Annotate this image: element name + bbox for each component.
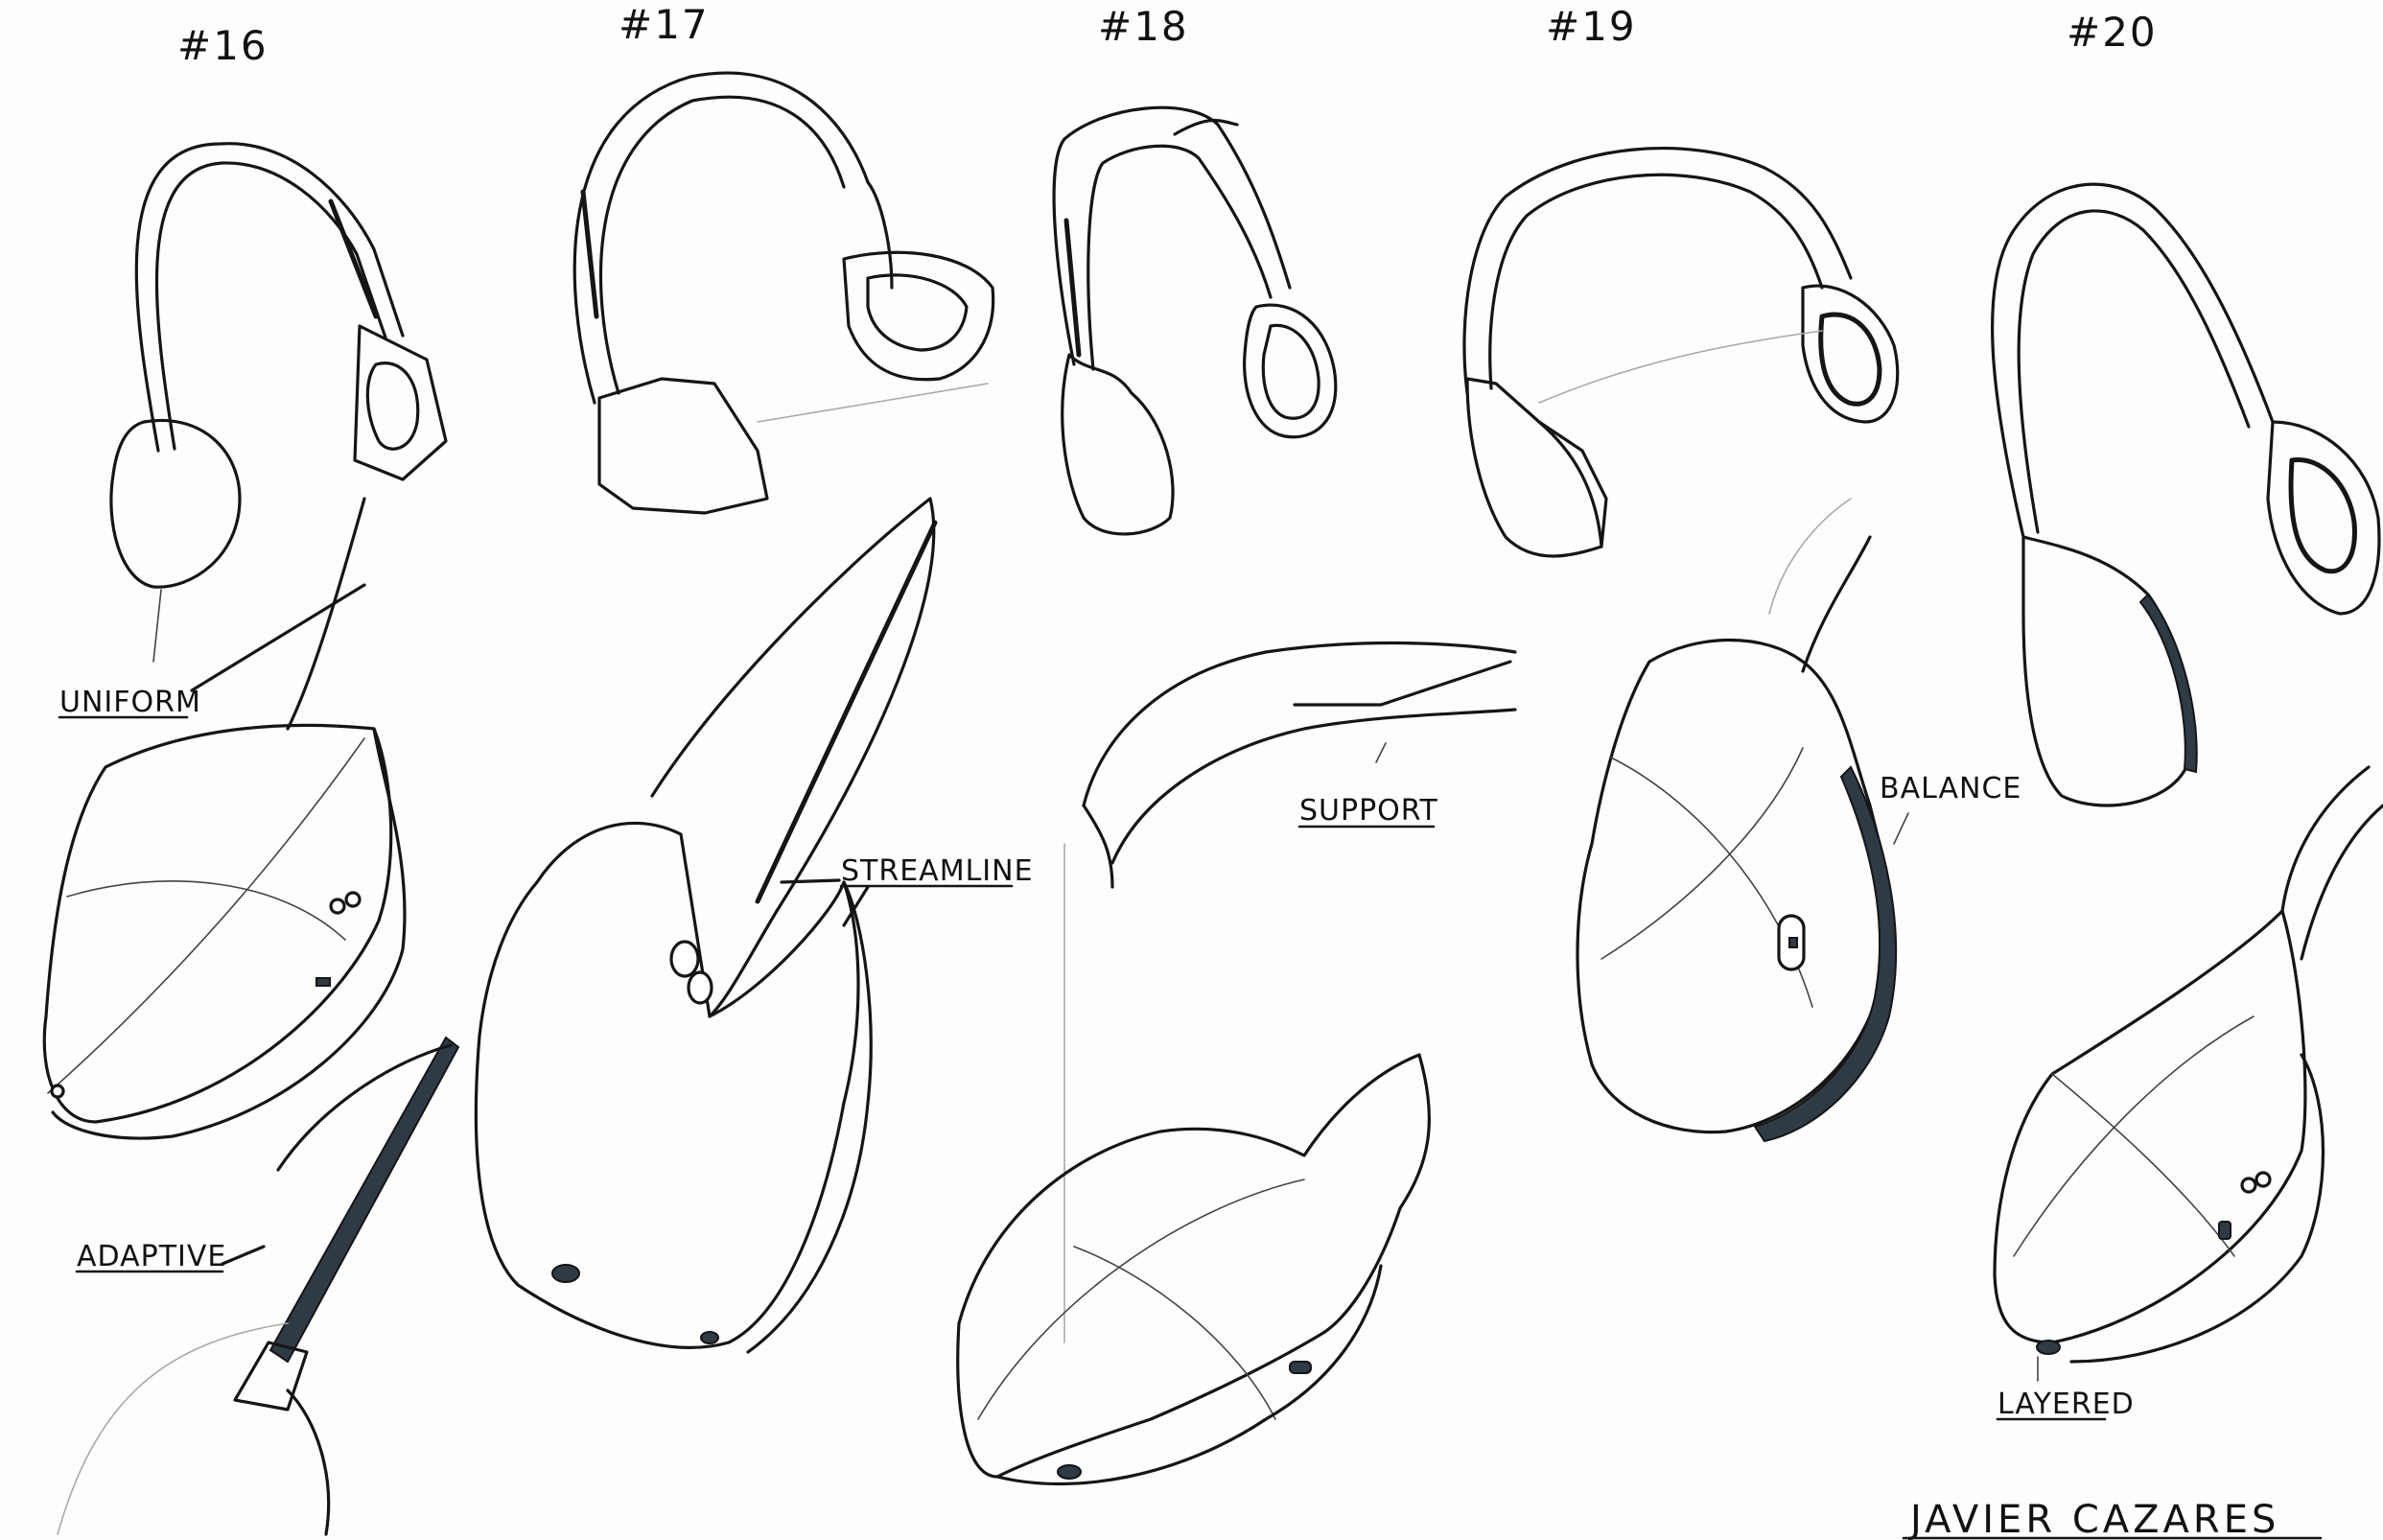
keyword-layered: LAYERED — [1998, 1388, 2135, 1421]
concept-number-16: #16 — [177, 22, 269, 69]
headphone-sketch-19: BALANCE — [1462, 146, 2021, 1143]
keyword-streamline: STREAMLINE — [841, 854, 1034, 888]
headphone-sketch-16: UNIFORM ADAPTIVE — [42, 142, 460, 1536]
headphone-sketch-17: STREAMLINE — [474, 71, 1034, 1354]
concept-number-18: #18 — [1098, 3, 1189, 50]
concept-number-19: #19 — [1546, 3, 1637, 50]
signature: JAVIER CAZARES — [1907, 1498, 2279, 1540]
concept-number-20: #20 — [2067, 9, 2158, 56]
headphone-sketch-18: SUPPORT — [956, 105, 1517, 1486]
keyword-adaptive: ADAPTIVE — [77, 1240, 226, 1273]
headphone-sketch-20: LAYERED — [1991, 182, 2383, 1421]
concept-number-17: #17 — [619, 1, 710, 48]
keyword-support: SUPPORT — [1299, 794, 1438, 828]
keyword-balance: BALANCE — [1880, 772, 2021, 805]
keyword-uniform: UNIFORM — [59, 686, 201, 719]
